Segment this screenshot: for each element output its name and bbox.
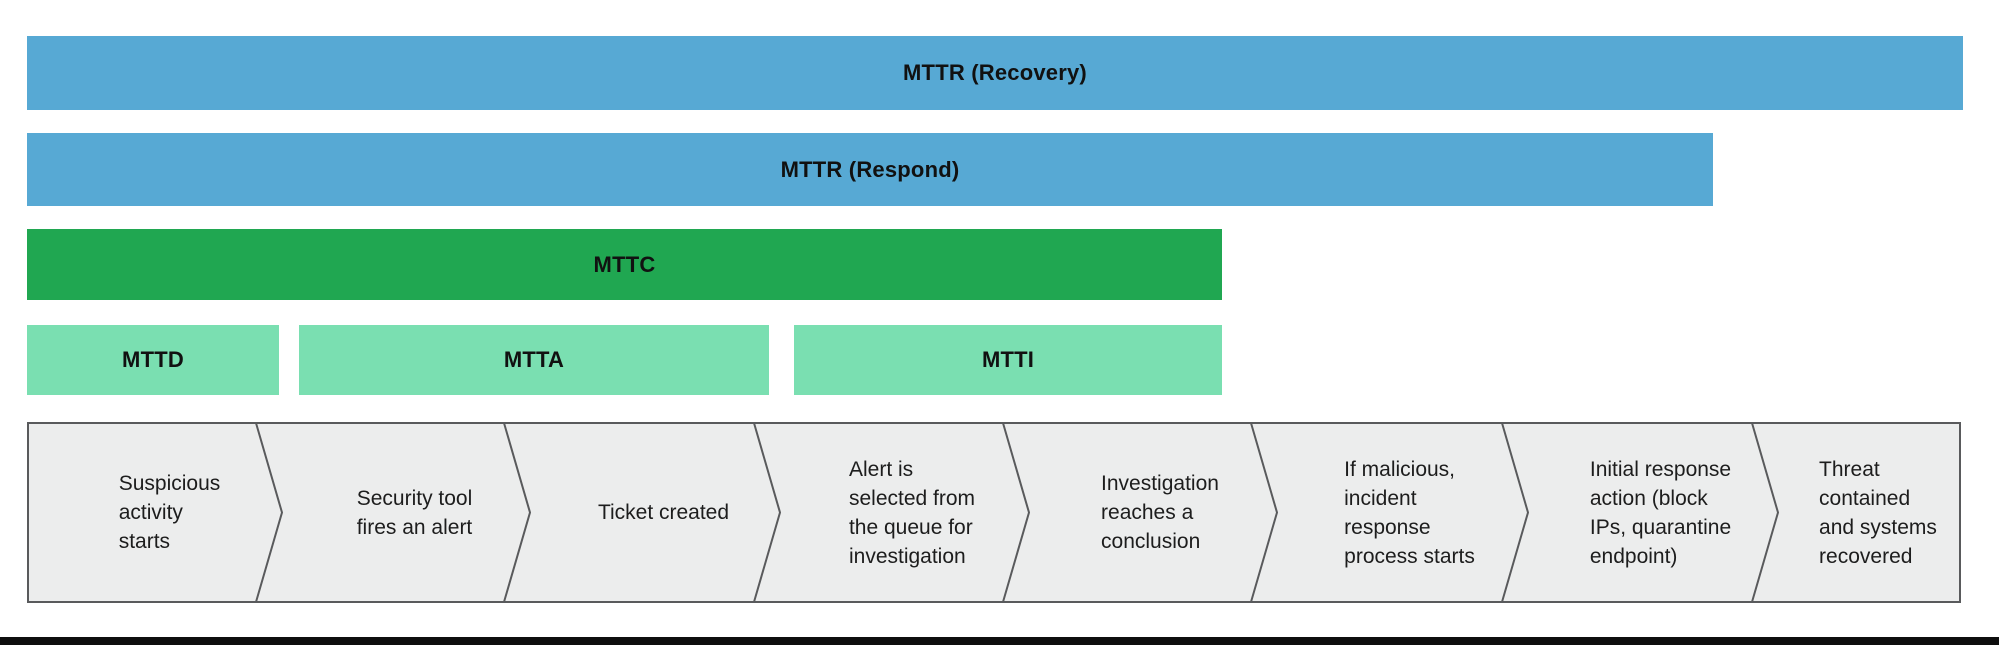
bar-mttr-recovery: MTTR (Recovery) — [27, 36, 1963, 110]
bar-mttd-label: MTTD — [122, 347, 184, 372]
bar-mttd: MTTD — [27, 325, 279, 395]
chevron-divider-1 — [255, 422, 284, 603]
bar-mtta: MTTA — [299, 325, 769, 395]
bar-mttr-respond: MTTR (Respond) — [27, 133, 1713, 206]
bar-mttr-respond-label: MTTR (Respond) — [780, 156, 960, 182]
step-label: Initial response action (block IPs, quar… — [1589, 457, 1732, 568]
bar-mtta-label: MTTA — [503, 347, 565, 372]
process-timeline-band: Suspicious activity starts Security tool… — [27, 422, 1961, 603]
step-label: Investigation reaches a conclusion — [1101, 472, 1219, 553]
timeline-step-alert-selected: Alert is selected from the queue for inv… — [795, 422, 1029, 603]
chevron-divider-4 — [1002, 422, 1031, 603]
step-label: Threat contained and systems recovered — [1819, 457, 1937, 568]
timeline-step-security-tool-alert: Security tool fires an alert — [299, 422, 530, 603]
bar-mttc-label: MTTC — [593, 251, 656, 277]
chevron-divider-2 — [503, 422, 532, 603]
bar-mtti-label: MTTI — [981, 347, 1035, 372]
timeline-step-suspicious-activity: Suspicious activity starts — [57, 422, 282, 603]
step-label: Security tool fires an alert — [356, 486, 473, 539]
bar-mttc: MTTC — [27, 229, 1222, 300]
timeline-step-threat-contained: Threat contained and systems recovered — [1795, 422, 1961, 603]
bar-mtti: MTTI — [794, 325, 1222, 395]
chevron-divider-5 — [1250, 422, 1279, 603]
chevron-divider-3 — [753, 422, 782, 603]
bottom-edge-strip — [0, 637, 1999, 645]
step-label: Alert is selected from the queue for inv… — [848, 457, 976, 568]
chevron-band-shape — [27, 422, 1961, 603]
timeline-step-incident-response-starts: If malicious, incident response process … — [1291, 422, 1528, 603]
chevron-divider-7 — [1751, 422, 1780, 603]
step-label: Suspicious activity starts — [118, 472, 221, 553]
bar-mttr-recovery-label: MTTR (Recovery) — [903, 60, 1087, 85]
step-label: Ticket created — [597, 501, 730, 524]
timeline-step-initial-response-action: Initial response action (block IPs, quar… — [1543, 422, 1778, 603]
step-label: If malicious, incident response process … — [1344, 457, 1475, 568]
timeline-step-ticket-created: Ticket created — [547, 422, 780, 603]
band-outline — [27, 422, 1961, 603]
timeline-step-investigation-conclusion: Investigation reaches a conclusion — [1043, 422, 1277, 603]
chevron-divider-6 — [1501, 422, 1530, 603]
